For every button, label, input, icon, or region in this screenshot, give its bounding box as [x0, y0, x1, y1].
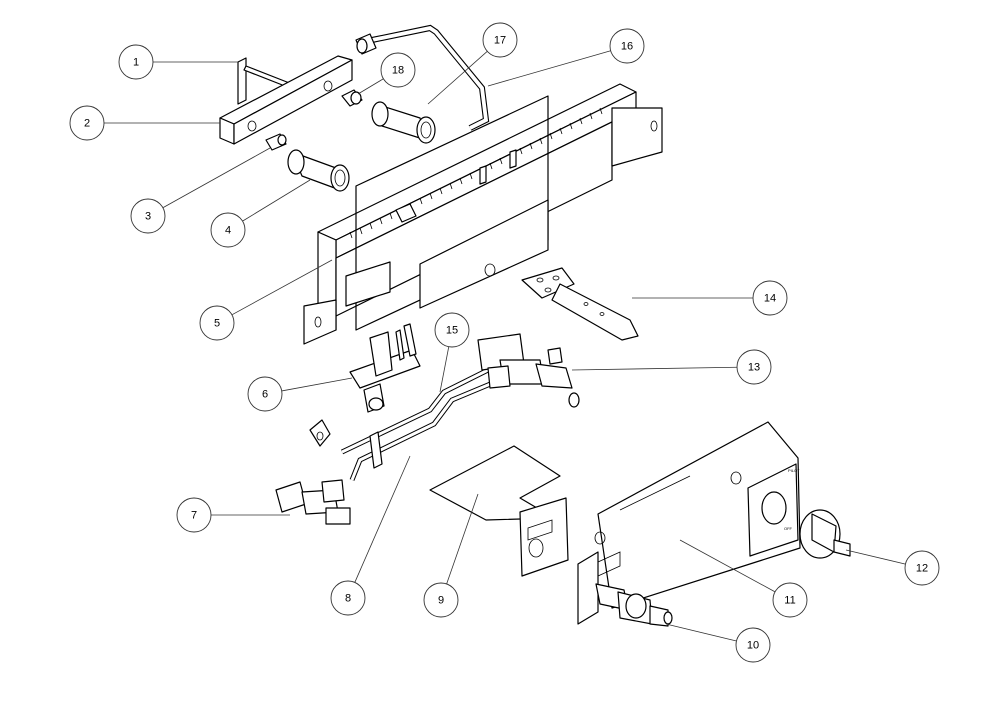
callout-circle-16: [609, 28, 645, 64]
callout-number-1: 1: [133, 57, 139, 69]
callout-number-10: 10: [747, 640, 759, 652]
callout-number-14: 14: [764, 293, 776, 305]
callout-circle-7: [176, 497, 212, 533]
callout-circle-17: [482, 22, 518, 58]
callout-circle-9: [423, 582, 459, 618]
callout-number-4: 4: [225, 225, 231, 237]
callout-circle-5: [199, 305, 235, 341]
callout-circle-11: [772, 582, 808, 618]
callout-circle-13: [736, 349, 772, 385]
part-bracket-strip: [521, 267, 639, 341]
part-pilot-burner: [349, 323, 421, 413]
callout-leader-13: [571, 366, 738, 371]
callout-number-16: 16: [621, 41, 633, 53]
part-pipe-clip: [309, 419, 331, 447]
part-small-nozzle: [265, 133, 287, 151]
callout-circle-3: [130, 198, 166, 234]
part-gas-pipe: [355, 24, 490, 131]
part-gas-valve: [477, 333, 580, 408]
callout-leader-6: [281, 377, 353, 392]
callout-leader-4: [242, 179, 311, 222]
callout-circle-6: [247, 376, 283, 412]
callout-circle-8: [330, 580, 366, 616]
callout-number-7: 7: [191, 510, 197, 522]
callout-leader-16: [487, 50, 611, 87]
panel-label-pilot: PILOT: [788, 468, 800, 473]
part-air-shutter: [287, 149, 350, 192]
panel-label-off: OFF: [784, 526, 793, 531]
callout-leader-11: [679, 539, 776, 593]
part-heat-shield: [429, 445, 569, 577]
part-threaded-fitting: [595, 583, 673, 627]
callout-number-17: 17: [494, 35, 506, 47]
callout-number-6: 6: [262, 389, 268, 401]
callout-circle-15: [434, 312, 470, 348]
callout-circle-18: [380, 52, 416, 88]
callout-number-12: 12: [916, 563, 928, 575]
callout-circle-1: [118, 44, 154, 80]
callout-number-13: 13: [748, 362, 760, 374]
callout-circle-10: [735, 627, 771, 663]
callout-leader-10: [665, 623, 737, 642]
callout-number-9: 9: [438, 595, 444, 607]
callout-leader-15: [439, 346, 450, 393]
callout-leader-3: [162, 147, 271, 209]
part-thermocouple-tube: [340, 365, 501, 481]
callout-leader-12: [845, 549, 906, 565]
part-manifold-block: [219, 55, 353, 145]
callout-leader-9: [446, 493, 479, 585]
callout-number-15: 15: [446, 325, 458, 337]
part-valve-connector: [275, 479, 351, 525]
callout-leader-18: [357, 78, 384, 95]
callout-leader-17: [427, 50, 488, 105]
part-air-shutter-upper: [371, 101, 436, 144]
callout-number-11: 11: [784, 595, 795, 607]
callout-number-18: 18: [392, 65, 404, 77]
callout-number-8: 8: [345, 593, 351, 605]
part-small-nut: [341, 89, 363, 107]
callout-number-5: 5: [214, 318, 220, 330]
callout-circle-4: [210, 212, 246, 248]
callout-circle-14: [752, 280, 788, 316]
callout-circle-12: [904, 550, 940, 586]
callout-number-3: 3: [145, 211, 151, 223]
callout-leader-8: [354, 455, 411, 583]
callout-leader-5: [231, 259, 333, 316]
callout-number-2: 2: [84, 118, 90, 130]
callout-circle-2: [69, 105, 105, 141]
part-burner-housing: [303, 83, 663, 345]
part-control-panel: PILOT OFF: [577, 421, 801, 625]
part-control-knob: [799, 509, 851, 559]
